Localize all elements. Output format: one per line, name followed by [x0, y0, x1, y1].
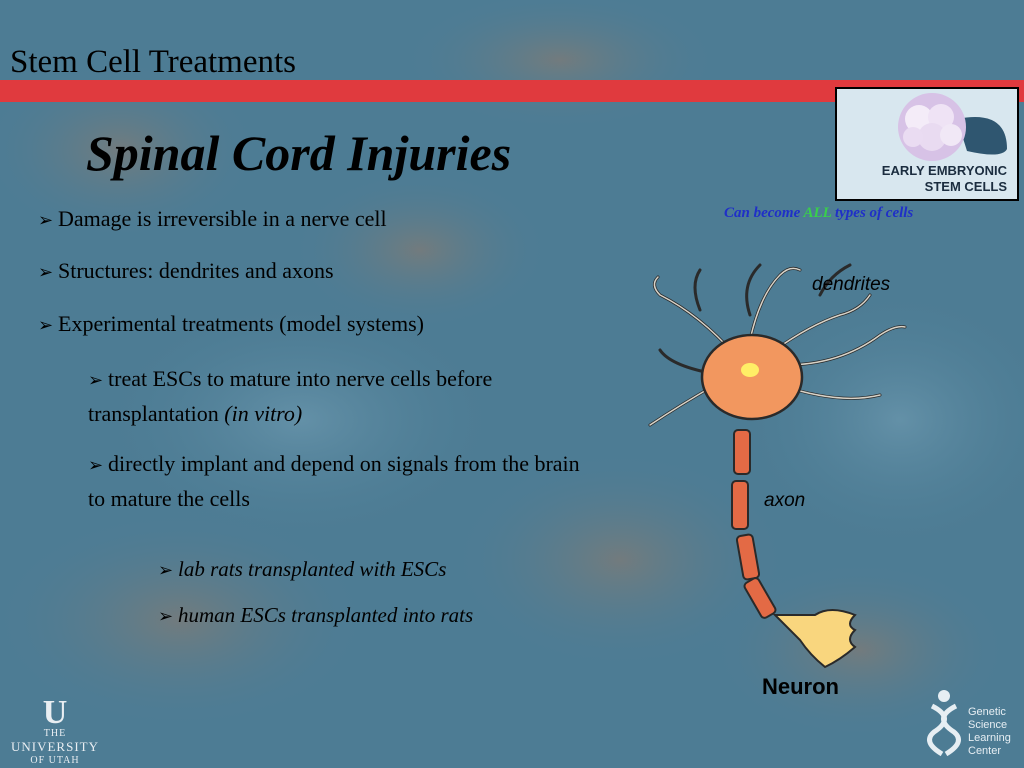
axon-label: axon: [764, 490, 806, 511]
bullet-item: ➢Damage is irreversible in a nerve cell: [38, 206, 387, 231]
embryonic-stem-cell-image: EARLY EMBRYONIC STEM CELLS: [835, 87, 1019, 201]
header-red-bar: [0, 80, 1024, 102]
bullet-arrow-icon: ➢: [158, 560, 174, 580]
bullet-arrow-icon: ➢: [88, 370, 104, 390]
stem-cell-illustration: [837, 89, 1017, 199]
axon-segments: [731, 429, 777, 619]
sub-bullet-item: ➢directly implant and depend on signals …: [88, 447, 588, 516]
bullet-arrow-icon: ➢: [38, 262, 54, 282]
axon-terminal: [772, 609, 857, 669]
slide-title: Spinal Cord Injuries: [86, 125, 512, 181]
header-title: Stem Cell Treatments: [10, 44, 297, 80]
sub-bullet-item: ➢treat ESCs to mature into nerve cells b…: [88, 362, 628, 431]
dna-figure-icon: [927, 690, 961, 757]
cell-body: [700, 333, 804, 421]
bullet-arrow-icon: ➢: [158, 606, 174, 626]
bullet-item: ➢Experimental treatments (model systems): [38, 311, 424, 336]
bullet-arrow-icon: ➢: [38, 315, 54, 335]
neuron-diagram: [648, 263, 907, 669]
bullet-arrow-icon: ➢: [88, 455, 104, 475]
italic-bullet-item: ➢lab rats transplanted with ESCs: [158, 557, 447, 581]
university-of-utah-logo: U THE UNIVERSITY OF UTAH: [6, 694, 104, 767]
bullet-arrow-icon: ➢: [38, 210, 54, 230]
italic-bullet-item: ➢human ESCs transplanted into rats: [158, 603, 474, 627]
genetic-science-learning-center-logo: Genetic Science Learning Center: [922, 688, 1022, 763]
dendrites-label: dendrites: [812, 274, 891, 295]
thumbnail-caption: EARLY EMBRYONIC STEM CELLS: [881, 163, 1007, 194]
neuron-label: Neuron: [762, 674, 839, 699]
bullet-item: ➢Structures: dendrites and axons: [38, 258, 334, 283]
u-mark-icon: U: [42, 694, 68, 731]
stem-cell-note: Can become ALL types of cells: [724, 205, 914, 221]
nucleus: [741, 363, 759, 377]
